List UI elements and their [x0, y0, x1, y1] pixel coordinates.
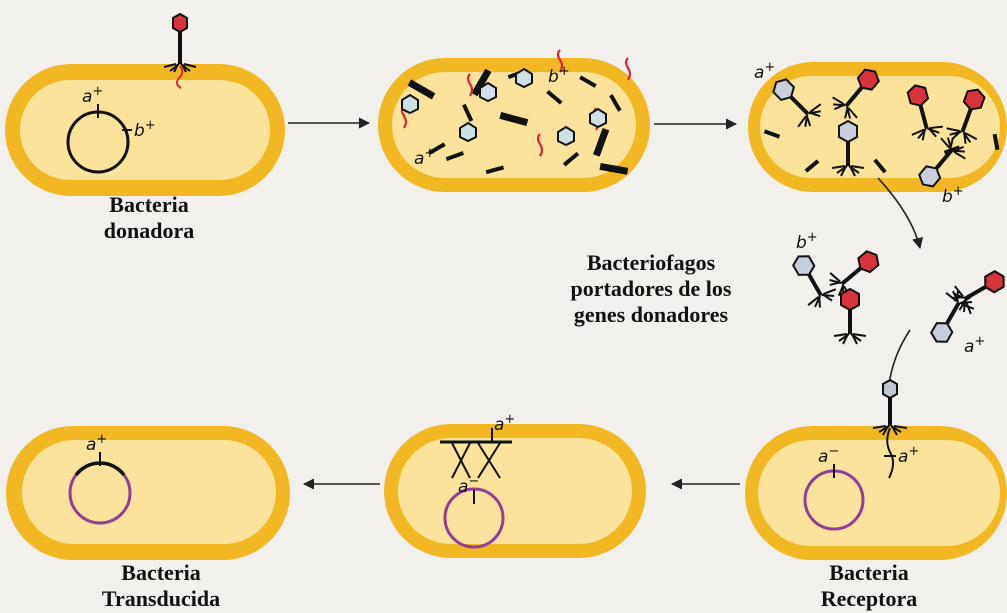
lysing-bacterium: b+ a+ [378, 50, 650, 192]
gene-label-b-plus: b+ [942, 184, 964, 207]
phage-head-icon [480, 83, 496, 101]
caption-recipient-bacterium: Bacteria Receptora [804, 560, 934, 612]
phage-head-icon [460, 123, 476, 141]
phage-head-icon [590, 109, 606, 127]
gene-label-a-plus: a+ [964, 334, 985, 357]
recipient-bacterium: a− a+ [745, 380, 1007, 560]
burst-bacterium: a+ b+ [748, 60, 1007, 207]
phage-head-icon [402, 95, 418, 113]
donor-bacterium: a+ b+ [5, 14, 285, 196]
transduced-bacterium: a+ [6, 426, 290, 560]
recombining-bacterium: a+ a− [384, 412, 646, 558]
phage-icon [834, 289, 866, 344]
phage-head-icon [516, 69, 532, 87]
caption-transducing-phages: Bacteriofagos portadores de los genes do… [540, 250, 762, 328]
phage-head-icon [558, 127, 574, 145]
gene-label-b-plus: b+ [796, 230, 818, 253]
caption-donor-bacterium: Bacteria donadora [84, 192, 214, 244]
caption-transduced-bacterium: Bacteria Transducida [86, 560, 236, 612]
